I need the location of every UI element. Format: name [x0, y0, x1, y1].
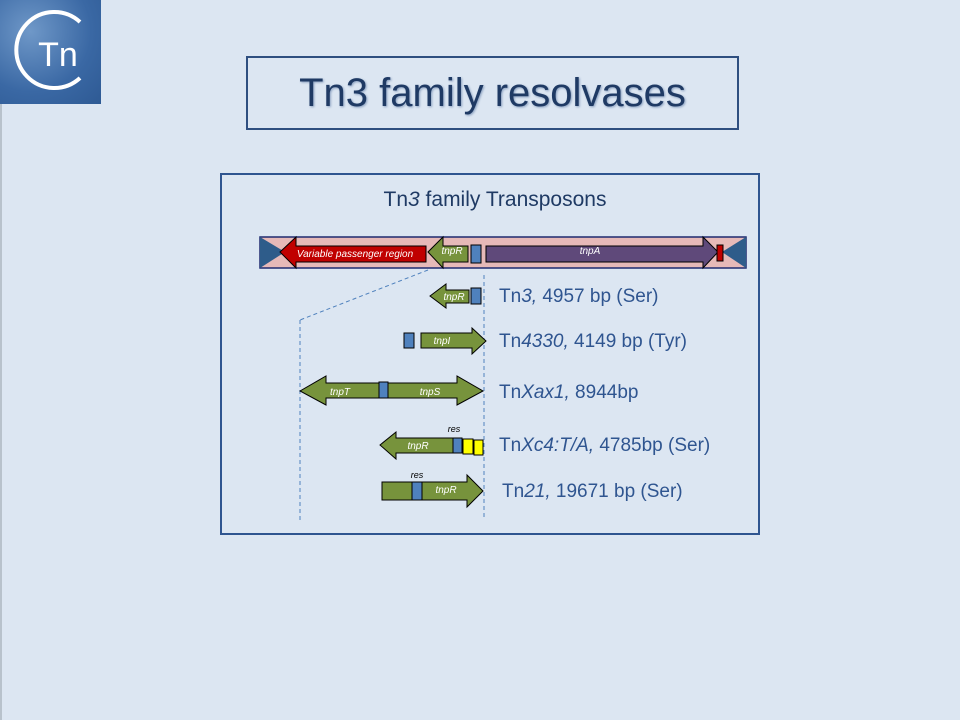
- svg-text:tnpR: tnpR: [435, 485, 456, 496]
- row-tn3: tnpR Tn3, 4957 bp (Ser): [429, 283, 659, 309]
- row-tnxc4: tnpR res TnXc4:T/A, 4785bp (Ser): [379, 424, 710, 461]
- red-marker: [716, 244, 724, 262]
- diagram-frame: [220, 173, 760, 535]
- row-label: Tn21, 19671 bp (Ser): [502, 481, 683, 502]
- svg-text:tnpI: tnpI: [434, 336, 451, 347]
- row-label: TnXax1, 8944bp: [499, 382, 638, 403]
- row-label: Tn3, 4957 bp (Ser): [499, 286, 659, 307]
- right-ir-triangle: [722, 237, 746, 268]
- title-box: Tn3 family resolvases: [246, 56, 739, 130]
- row-label: Tn4330, 4149 bp (Tyr): [499, 331, 687, 352]
- svg-text:res: res: [411, 470, 424, 480]
- tnpR-arrow: [427, 235, 469, 270]
- tnpR-label: tnpR: [441, 246, 462, 257]
- row-tn4330: tnpI Tn4330, 4149 bp (Tyr): [403, 326, 687, 356]
- logo-text: Tn: [38, 36, 78, 74]
- left-ir-triangle: [260, 237, 285, 268]
- logo: Tn: [0, 0, 101, 104]
- slide-title: Tn3 family resolvases: [299, 70, 686, 115]
- row-tnxax1: tnpT tnpS TnXax1, 8944bp: [298, 375, 638, 406]
- passenger-label: Variable passenger region: [297, 249, 414, 260]
- tnpA-label: tnpA: [580, 246, 601, 257]
- tnpA-arrow: [485, 235, 719, 270]
- svg-text:tnpS: tnpS: [420, 387, 441, 398]
- tn3-main-map: Variable passenger region tnpR tnpA: [259, 235, 747, 270]
- svg-text:res: res: [448, 424, 461, 434]
- svg-text:tnpR: tnpR: [407, 441, 428, 452]
- logo-mark: Tn: [14, 10, 82, 90]
- left-divider: [0, 104, 2, 720]
- row-label: TnXc4:T/A, 4785bp (Ser): [499, 435, 710, 456]
- res-site-box: [470, 244, 482, 264]
- passenger-arrow: [279, 235, 427, 270]
- svg-text:tnpT: tnpT: [330, 387, 351, 398]
- svg-text:tnpR: tnpR: [443, 292, 464, 303]
- diagram-heading: Tn3 family Transposons: [384, 188, 607, 211]
- row-tn21: tnpR res Tn21, 19671 bp (Ser): [381, 470, 683, 509]
